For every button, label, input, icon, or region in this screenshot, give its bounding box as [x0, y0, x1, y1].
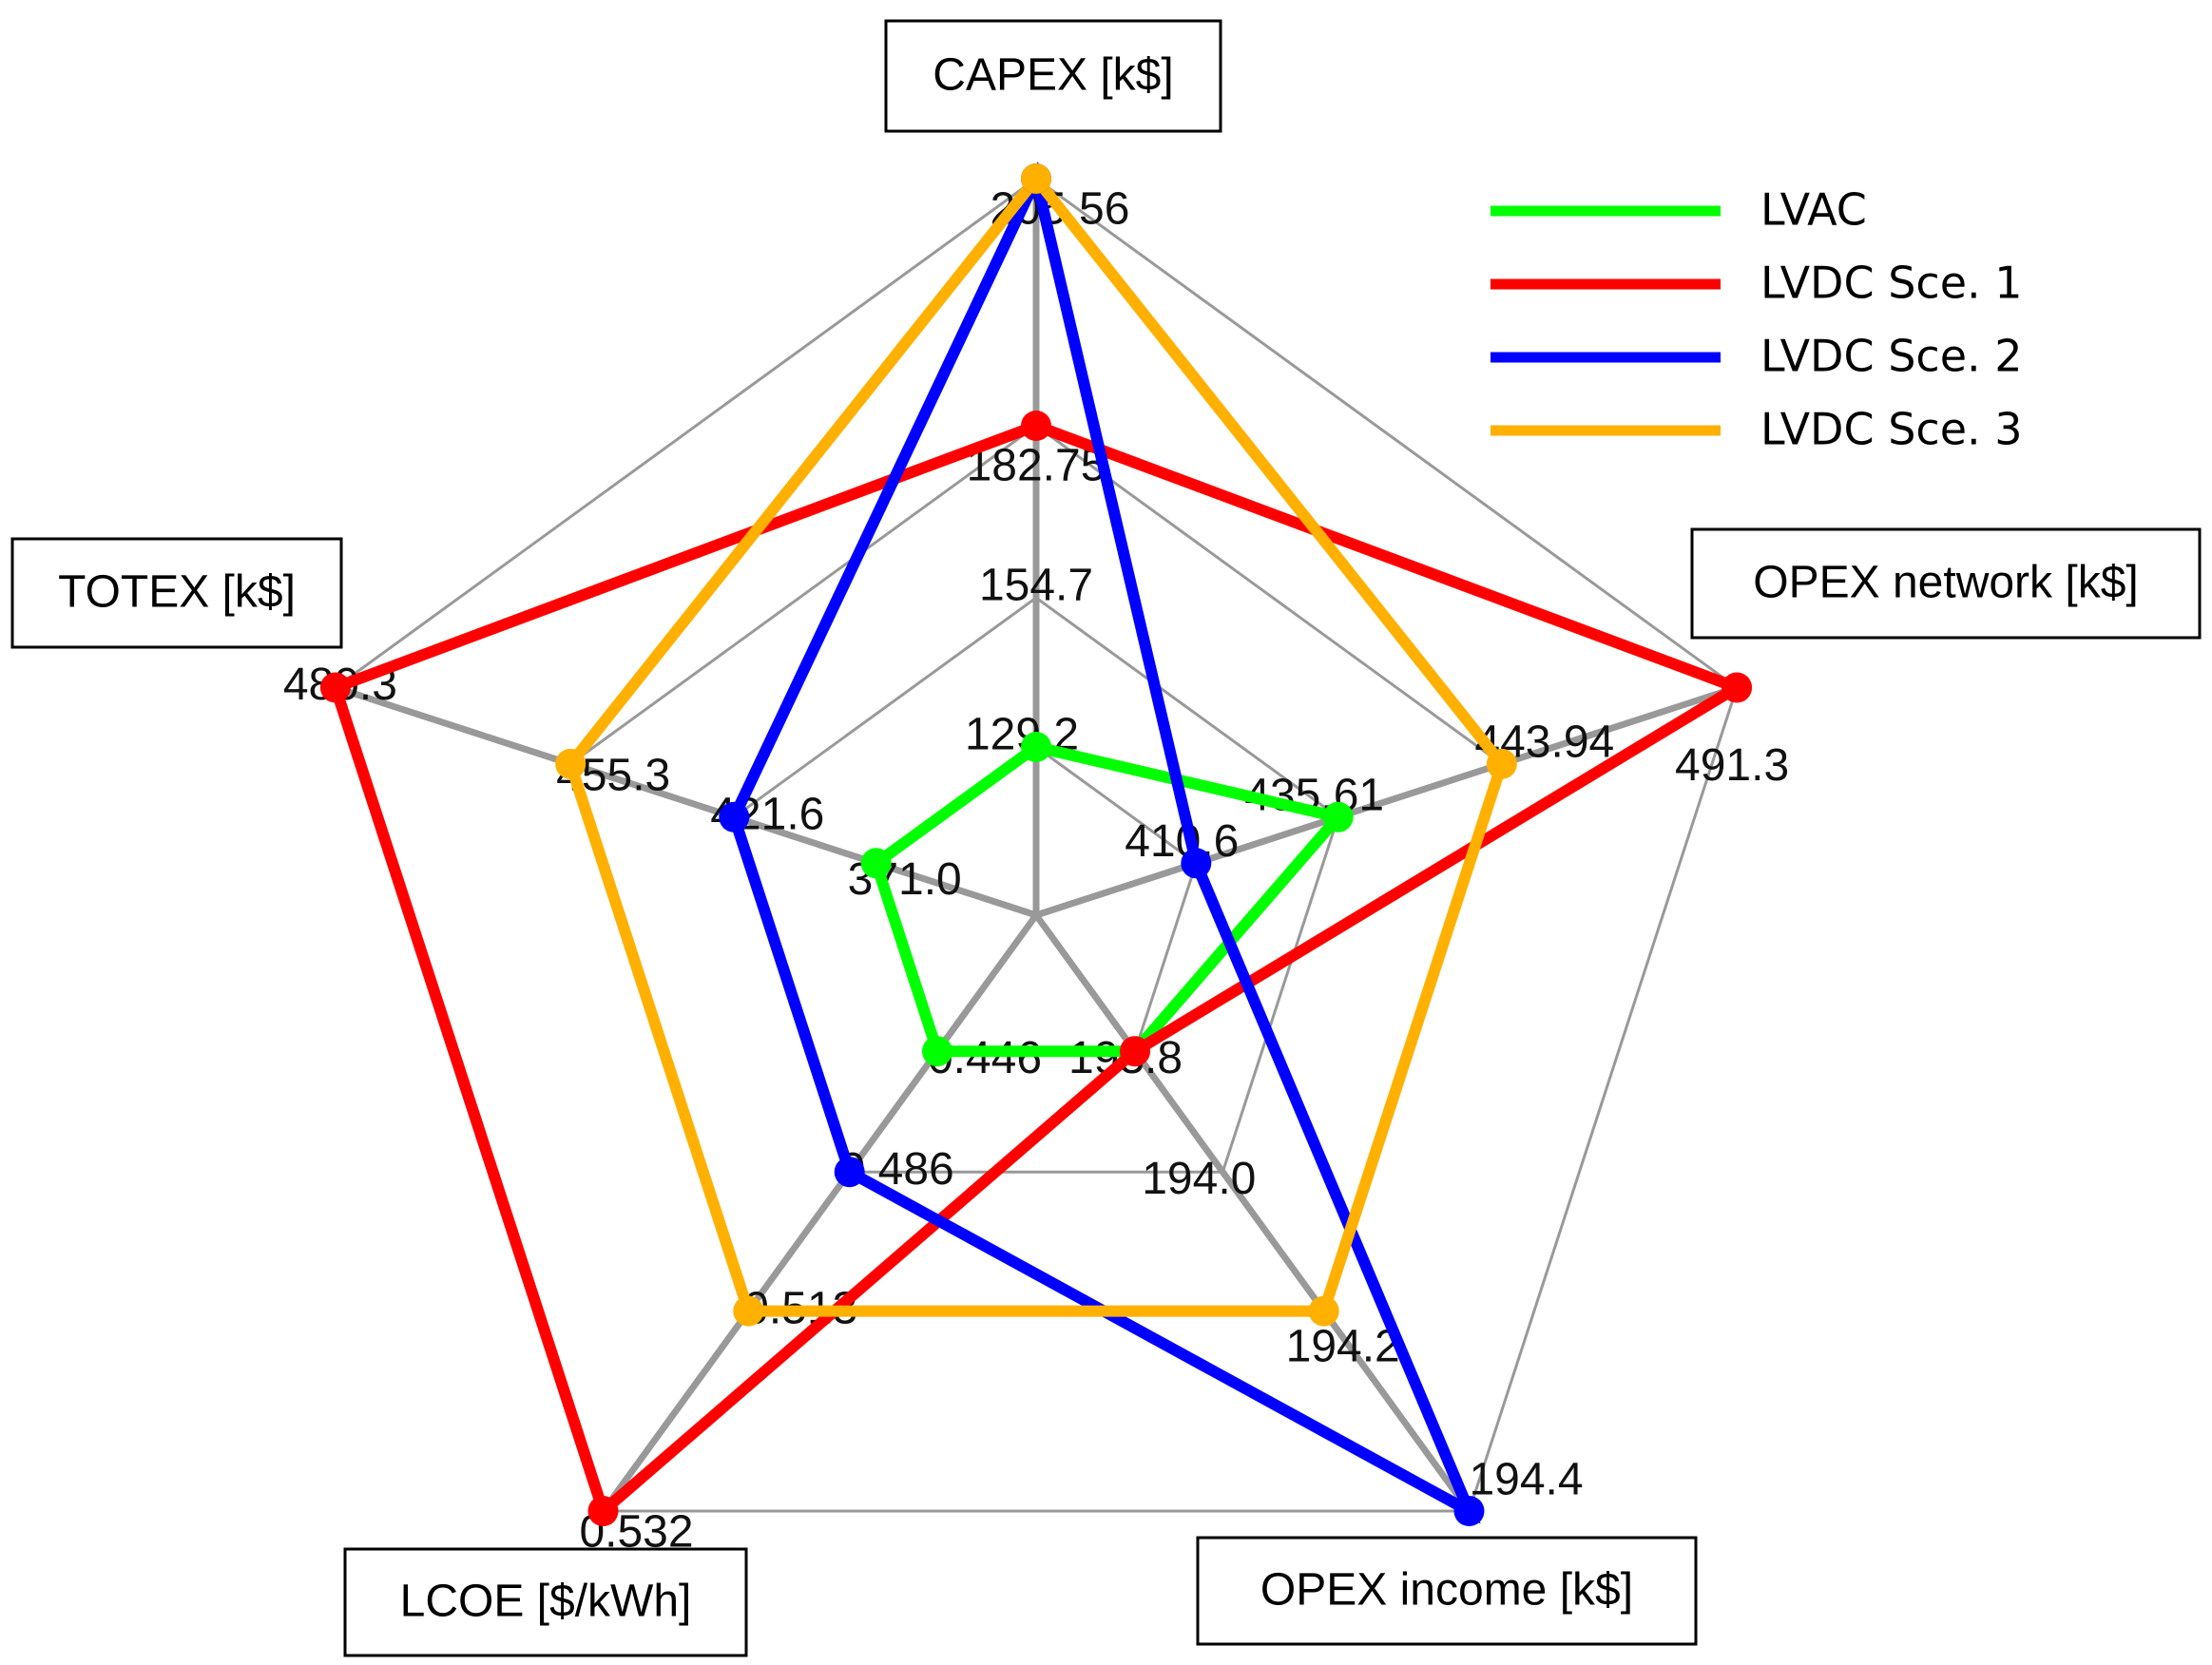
grid-ring-2 [732, 596, 1340, 1174]
marker-lvac-capex-k [1021, 732, 1051, 762]
marker-lvdc-sce-1-opex-network-k [1722, 672, 1753, 703]
series-layer [328, 161, 1750, 1524]
marker-lvdc-sce-3-lcoe-kwh [733, 1295, 764, 1327]
axis-spoke-opex-income-k [1033, 912, 1472, 1514]
marker-lvdc-sce-3-capex-k [1021, 163, 1051, 194]
marker-lvdc-sce-2-opex-network-k [1181, 848, 1212, 879]
marker-lvdc-sce-2-opex-income-k [1453, 1496, 1485, 1526]
marker-lvdc-sce-2-lcoe-kwh [834, 1157, 865, 1188]
marker-lvdc-sce-3-opex-income-k [1308, 1295, 1339, 1327]
marker-lvdc-sce-1-totex-k [319, 672, 351, 703]
axis-title-box-lcoe-kwh [343, 1547, 748, 1657]
axis-title-box-totex-k [10, 537, 343, 649]
axis-spoke-opex-network-k [1034, 684, 1739, 919]
axis-title-opex-income-k: OPEX income [k$] [1260, 1565, 1633, 1616]
tick-label-opex-income-k-3: 194.2 [1286, 1321, 1400, 1371]
axis-title-box-capex-k [884, 19, 1222, 133]
legend: LVAC LVDC Sce. 1 LVDC Sce. 2 LVDC Sce. 3 [1491, 184, 2023, 455]
legend-label-lvdc-sce-3: LVDC Sce. 3 [1760, 404, 2023, 455]
axis-title-box-opex-income-k [1196, 1536, 1698, 1646]
axis-spoke-totex-k [334, 684, 1038, 919]
axis-title-capex-k: CAPEX [k$] [933, 50, 1173, 101]
legend-label-lvac: LVAC [1760, 184, 1867, 236]
axis-labels-layer: CAPEX [k$] OPEX network [k$] OPEX income [… [10, 19, 2202, 1657]
axis-title-lcoe-kwh: LCOE [$/kWh] [400, 1577, 692, 1627]
axis-title-totex-k: TOTEX [k$] [58, 567, 296, 618]
tick-label-opex-income-k-4: 194.4 [1469, 1455, 1583, 1505]
legend-label-lvdc-sce-2: LVDC Sce. 2 [1760, 331, 2023, 382]
marker-lvdc-sce-3-opex-network-k [1486, 748, 1517, 779]
marker-lvdc-sce-1-opex-income-k [1120, 1036, 1150, 1067]
axis-title-opex-network-k: OPEX network [k$] [1753, 558, 2139, 608]
marker-lvac-opex-network-k [1322, 801, 1354, 832]
tick-label-capex-k-2: 154.7 [979, 561, 1093, 611]
tick-label-opex-network-k-4: 491.3 [1675, 740, 1789, 791]
marker-lvac-totex-k [860, 848, 892, 879]
marker-lvdc-sce-1-capex-k [1021, 411, 1051, 441]
legend-label-lvdc-sce-1: LVDC Sce. 1 [1760, 258, 2023, 309]
marker-lvdc-sce-2-totex-k [719, 801, 750, 832]
marker-lvdc-sce-3-totex-k [555, 748, 587, 779]
grid-layer [334, 177, 1739, 1514]
grid-ring-4 [334, 177, 1739, 1513]
series-line-lvac [869, 740, 1349, 1058]
markers-layer [319, 163, 1753, 1526]
axis-spoke-lcoe-kwh [600, 912, 1039, 1514]
marker-lvac-lcoe-kwh [922, 1036, 952, 1067]
marker-lvdc-sce-1-lcoe-kwh [587, 1496, 619, 1526]
axis-title-box-opex-network-k [1690, 527, 2202, 640]
series-line-lvdc-sce-3 [564, 169, 1509, 1317]
tick-label-opex-income-k-2: 194.0 [1142, 1154, 1256, 1204]
series-line-lvdc-sce-1 [328, 419, 1750, 1521]
series-line-lvdc-sce-2 [727, 161, 1481, 1524]
